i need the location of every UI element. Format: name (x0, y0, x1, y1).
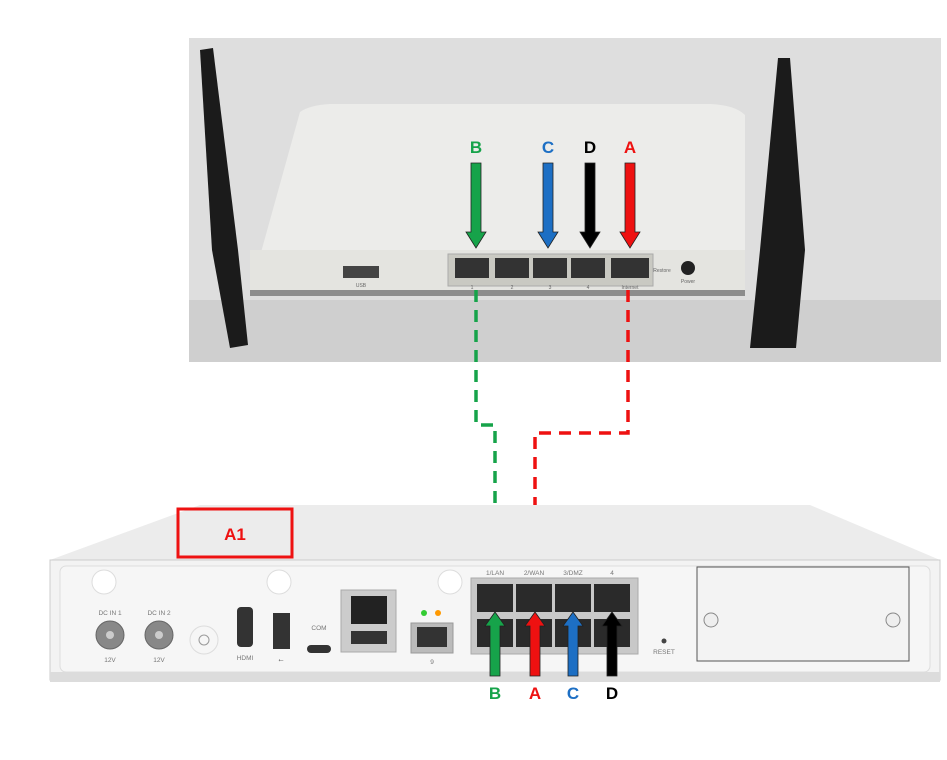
svg-text:COM: COM (311, 625, 326, 632)
green-cable (474, 290, 497, 566)
svg-text:B: B (489, 684, 501, 703)
antenna-right (750, 58, 805, 348)
bottom-arrow-d (601, 611, 623, 677)
red-cable (533, 290, 630, 566)
svg-text:Internet: Internet (622, 285, 640, 291)
com-port (307, 645, 331, 653)
svg-text:3: 3 (549, 285, 552, 291)
power-jack (681, 261, 695, 275)
power-icon (198, 634, 210, 646)
usb-icon: ⭠ (278, 657, 283, 664)
svg-text:D: D (584, 138, 596, 157)
port-4-upper (594, 584, 630, 612)
bottom-arrow-a (524, 611, 546, 677)
top-arrow-a (619, 162, 641, 249)
console-rj45 (351, 596, 387, 624)
usb-port-1 (273, 613, 290, 649)
svg-text:12V: 12V (153, 657, 165, 664)
port-1-upper (477, 584, 513, 612)
top-port-1 (455, 258, 489, 278)
hdmi-port (237, 607, 253, 647)
power-button[interactable] (189, 625, 219, 655)
svg-text:12V: 12V (104, 657, 116, 664)
antenna-left (200, 48, 248, 348)
svg-text:B: B (470, 138, 482, 157)
svg-text:C: C (567, 684, 579, 703)
top-port-2 (495, 258, 529, 278)
top-arrow-b (465, 162, 487, 249)
port-2-upper (516, 584, 552, 612)
sfp-port (417, 627, 447, 647)
bottom-arrow-b (484, 611, 506, 677)
svg-text:2: 2 (511, 285, 514, 291)
expansion-slot-cover (696, 566, 910, 662)
svg-text:1: 1 (471, 285, 474, 291)
svg-text:Power: Power (681, 279, 696, 285)
svg-text:A1: A1 (224, 525, 246, 544)
top-port-4 (571, 258, 605, 278)
bottom-arrow-c (562, 611, 584, 677)
svg-text:A: A (529, 684, 541, 703)
svg-text:C: C (542, 138, 554, 157)
svg-text:DC IN 1: DC IN 1 (98, 610, 122, 617)
svg-text:3/DMZ: 3/DMZ (563, 570, 583, 577)
top-port-5 (611, 258, 649, 278)
svg-text:4: 4 (610, 570, 614, 577)
svg-text:9: 9 (430, 659, 434, 666)
bottom-device: A1 DC IN 1 DC IN 2 12V 12V HDMI ⭠ COM 9 … (49, 505, 941, 703)
a1-box (176, 507, 294, 559)
top-port-3 (533, 258, 567, 278)
svg-text:HDMI: HDMI (237, 655, 254, 662)
svg-text:A: A (624, 138, 636, 157)
usb-port-2 (351, 631, 387, 644)
svg-text:DC IN 2: DC IN 2 (147, 610, 171, 617)
top-arrow-c (537, 162, 559, 249)
svg-text:D: D (606, 684, 618, 703)
svg-text:RESET: RESET (653, 649, 675, 656)
svg-text:2/WAN: 2/WAN (524, 570, 545, 577)
svg-text:Restore: Restore (653, 268, 671, 274)
svg-text:1/LAN: 1/LAN (486, 570, 504, 577)
usb-port (343, 266, 379, 278)
svg-text:4: 4 (587, 285, 590, 291)
port-3-upper (555, 584, 591, 612)
top-router-photo: USB 1 2 3 4 Internet Restore Power B C D A (189, 38, 941, 362)
top-arrow-d (579, 162, 601, 249)
svg-text:USB: USB (356, 283, 367, 289)
